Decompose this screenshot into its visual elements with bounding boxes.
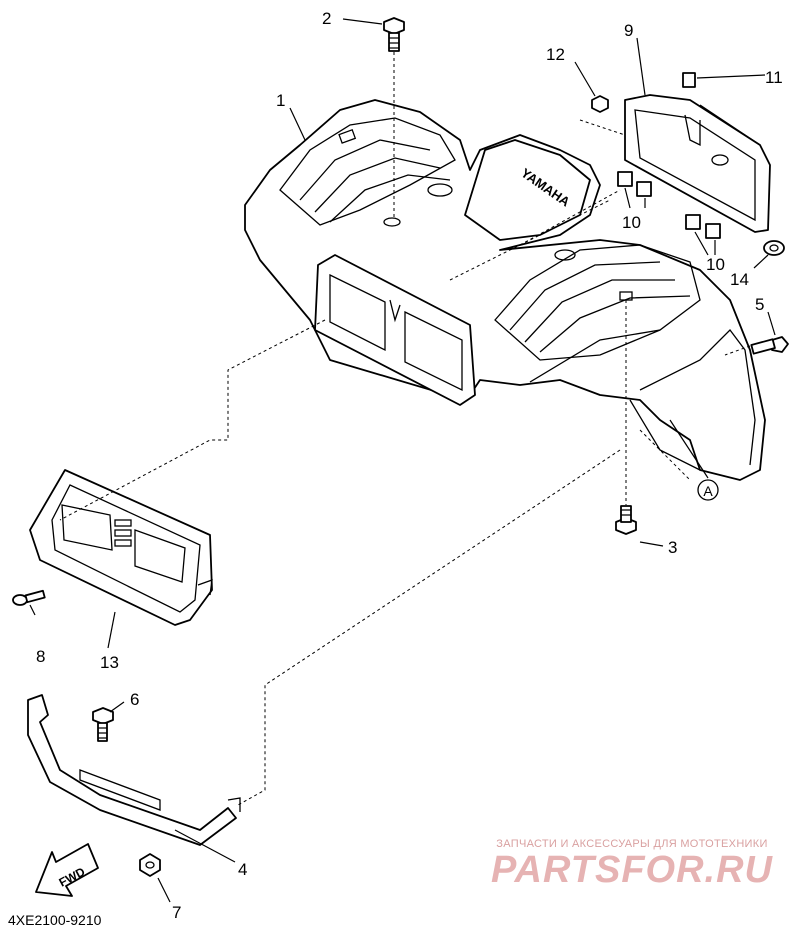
watermark: ЗАПЧАСТИ И АКСЕССУАРЫ ДЛЯ МОТОТЕХНИКИ PA…: [482, 838, 782, 890]
bolt-6: [92, 707, 114, 742]
callout-8: 8: [36, 647, 45, 666]
front-fender-body: YAMAHA: [244, 99, 766, 481]
assembly-lines: [59, 52, 751, 806]
bolt-3: [615, 505, 637, 535]
nut-12: [591, 95, 609, 113]
nut-7: [139, 853, 161, 877]
bolt-5: [750, 336, 789, 355]
watermark-tagline: ЗАПЧАСТИ И АКСЕССУАРЫ ДЛЯ МОТОТЕХНИКИ: [496, 838, 768, 850]
callout-14: 14: [730, 270, 749, 289]
fender-headlight-housing: [314, 254, 476, 406]
callout-2: 2: [322, 9, 331, 28]
rubber-blocks-upper: [617, 171, 652, 197]
callout-7: 7: [172, 903, 181, 922]
callout-3: 3: [668, 538, 677, 557]
diagram-code: 4XE2100-9210: [8, 912, 102, 928]
watermark-logo: PARTSFOR.RU: [491, 849, 773, 891]
leader-lines: [29, 18, 776, 903]
screw-8: [12, 589, 46, 606]
callout-11: 11: [765, 68, 783, 87]
callout-5: 5: [755, 295, 764, 314]
callout-10-upper: 10: [622, 213, 641, 232]
clip-nut: [682, 72, 696, 88]
callout-4: 4: [238, 860, 247, 879]
grommet: [763, 240, 785, 256]
callout-13: 13: [100, 653, 119, 672]
reference-marker-a: A: [697, 479, 719, 501]
rubber-blocks-lower: [685, 214, 721, 239]
reference-a-label: A: [703, 483, 713, 499]
fender-brace: [27, 694, 241, 846]
callout-10-lower: 10: [706, 255, 725, 274]
callout-6: 6: [130, 690, 139, 709]
bolt-2: [383, 17, 405, 52]
callout-1: 1: [276, 91, 285, 110]
callout-9: 9: [624, 21, 633, 40]
headlight-cover: [29, 469, 213, 626]
callout-12: 12: [546, 45, 565, 64]
fwd-direction-arrow: FWD: [35, 843, 99, 897]
headlight-bracket: [624, 94, 771, 233]
